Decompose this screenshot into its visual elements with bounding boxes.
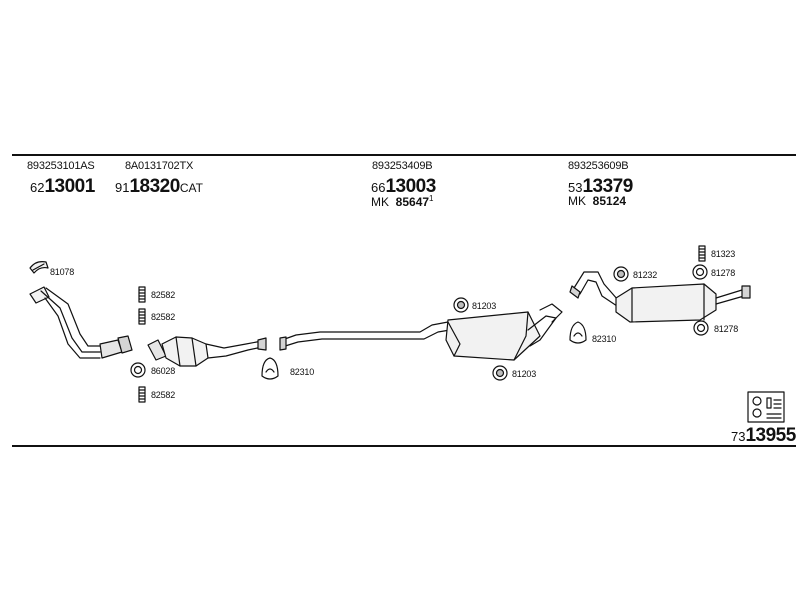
hanger-icon bbox=[569, 321, 587, 344]
label-hanger-82310-b: 82310 bbox=[592, 334, 617, 344]
top-divider bbox=[12, 154, 796, 156]
catalytic-converter-shape bbox=[147, 336, 267, 367]
ring-icon bbox=[692, 264, 708, 280]
ring-icon bbox=[130, 362, 146, 378]
front-pipe-shape bbox=[29, 286, 133, 359]
label-hanger-82310-a: 82310 bbox=[290, 367, 315, 377]
middle-silencer-shape bbox=[445, 303, 563, 361]
hanger-icon bbox=[261, 357, 279, 380]
rubber-mount-icon bbox=[492, 365, 508, 381]
mk-code-rear-silencer: MK 85124 bbox=[568, 194, 627, 208]
rear-pipe-shape bbox=[569, 271, 621, 309]
part-number-front-pipe: 893253101AS bbox=[27, 160, 95, 172]
label-bolt-82582-a: 82582 bbox=[151, 290, 176, 300]
order-code-catalytic-converter: 9118320CAT bbox=[115, 176, 203, 197]
part-number-middle-silencer: 893253409B bbox=[372, 160, 433, 172]
bolt-icon bbox=[138, 286, 146, 303]
bolt-icon bbox=[698, 245, 706, 262]
label-mount-81232: 81232 bbox=[633, 270, 658, 280]
mounting-kit-code: 7313955 bbox=[731, 425, 796, 446]
mounting-kit-icon bbox=[747, 391, 785, 423]
label-ring-86028: 86028 bbox=[151, 366, 176, 376]
label-mount-81203-top: 81203 bbox=[472, 301, 497, 311]
middle-pipe-shape bbox=[279, 321, 451, 351]
rubber-mount-icon bbox=[613, 266, 629, 282]
bolt-icon bbox=[138, 308, 146, 325]
bottom-divider bbox=[12, 445, 796, 447]
part-number-catalytic-converter: 8A0131702TX bbox=[125, 160, 194, 172]
label-bolt-82582-c: 82582 bbox=[151, 390, 176, 400]
bolt-icon bbox=[138, 386, 146, 403]
clamp-icon bbox=[29, 261, 49, 274]
label-ring-81278-top: 81278 bbox=[711, 268, 736, 278]
order-code-middle-silencer: 6613003 bbox=[371, 176, 436, 197]
order-code-rear-silencer: 5313379 bbox=[568, 176, 633, 197]
label-bolt-82582-b: 82582 bbox=[151, 312, 176, 322]
mk-code-middle-silencer: MK 856471 bbox=[371, 194, 434, 209]
label-bolt-81323: 81323 bbox=[711, 249, 736, 259]
ring-icon bbox=[693, 320, 709, 336]
label-clamp-81078: 81078 bbox=[50, 267, 75, 277]
order-code-front-pipe: 6213001 bbox=[30, 176, 95, 197]
part-number-rear-silencer: 893253609B bbox=[568, 160, 629, 172]
rubber-mount-icon bbox=[453, 297, 469, 313]
label-ring-81278-bottom: 81278 bbox=[714, 324, 739, 334]
label-mount-81203-bottom: 81203 bbox=[512, 369, 537, 379]
rear-silencer-shape bbox=[615, 283, 751, 323]
